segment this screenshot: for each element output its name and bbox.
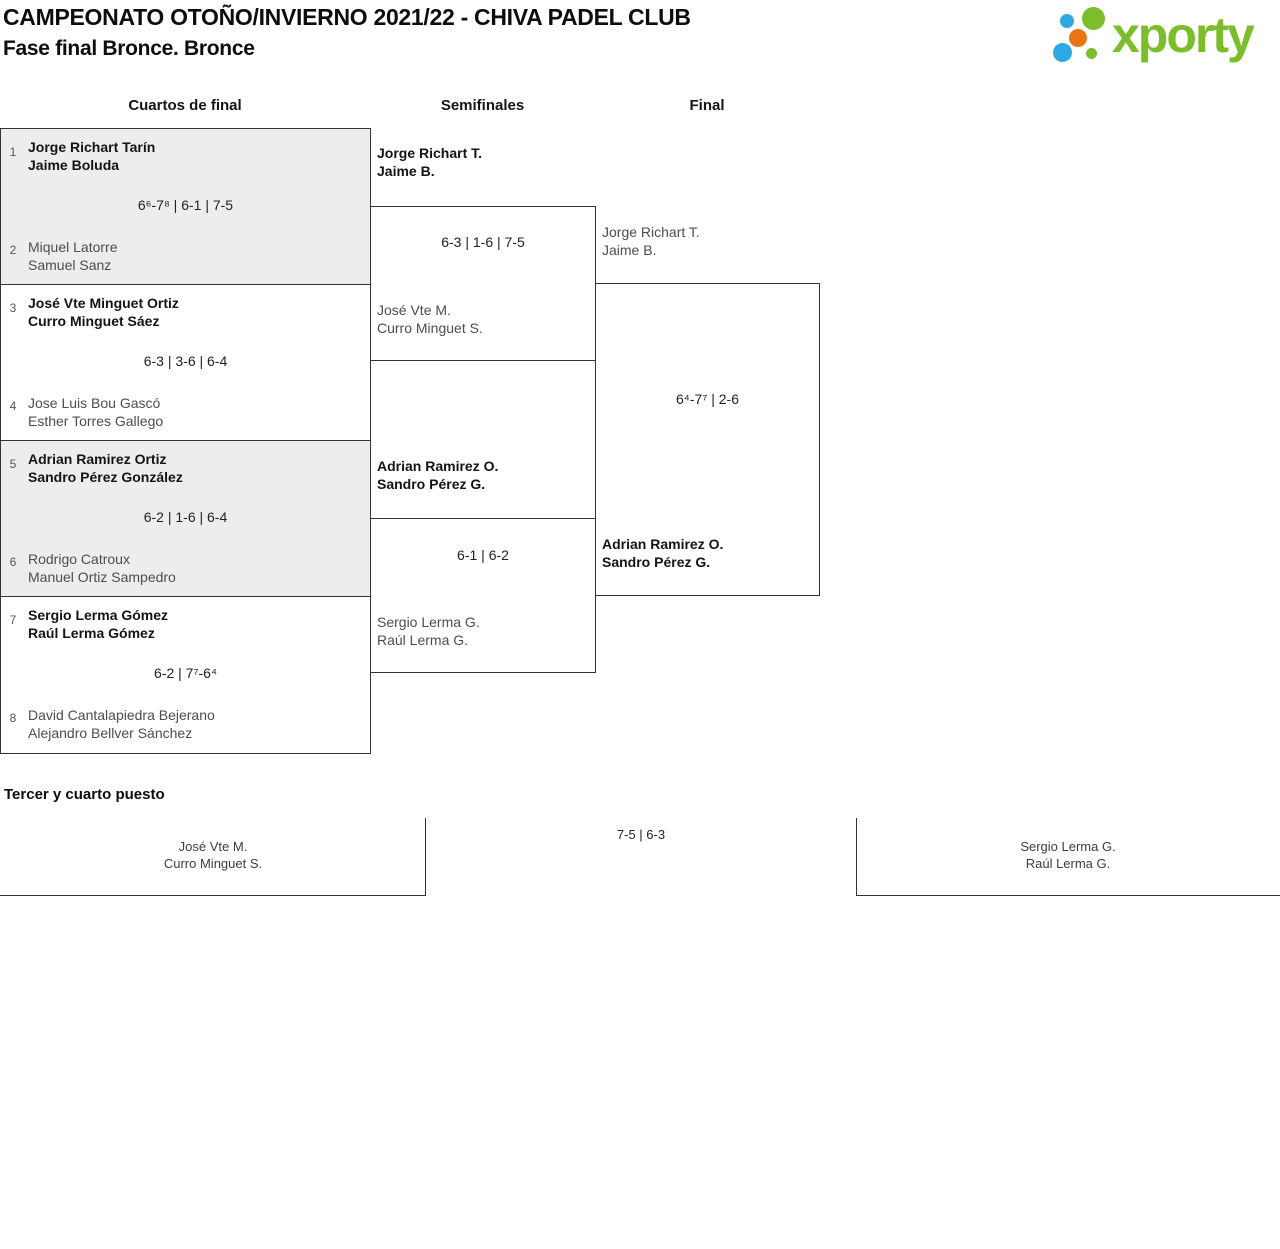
match-score: 6⁶-7⁸ | 6-1 | 7-5 [137,197,234,213]
team-names: Sergio Lerma Gómez Raúl Lerma Gómez [28,607,169,641]
page-subtitle: Fase final Bronce. Bronce [3,37,255,60]
qf-match-4: 7 Sergio Lerma Gómez Raúl Lerma Gómez 6-… [1,597,370,753]
qf-match-3: 5 Adrian Ramirez Ortiz Sandro Pérez Gonz… [1,441,370,597]
seed-label: 3 [9,301,17,315]
column-header-final: Final [689,97,725,114]
sf-match-1-box [370,206,596,361]
logo-dot-orange-icon [1069,29,1087,47]
page-title: CAMPEONATO OTOÑO/INVIERNO 2021/22 - CHIV… [3,4,691,30]
third-place-score: 7-5 | 6-3 [616,827,666,842]
qf-match-2: 3 José Vte Minguet Ortiz Curro Minguet S… [1,285,370,441]
column-header-semifinals: Semifinales [440,97,525,114]
team-names: David Cantalapiedra Bejerano Alejandro B… [28,707,215,741]
seed-label: 7 [9,613,17,627]
sf2-score: 6-1 | 6-2 [457,547,509,563]
column-header-quarterfinals: Cuartos de final [128,97,242,114]
sf1-bottom-team: José Vte M. Curro Minguet S. [377,302,483,336]
seed-label: 8 [9,711,17,725]
seed-label: 2 [9,243,17,257]
third-place-left-team: José Vte M. Curro Minguet S. [163,839,263,871]
final-match-box [595,283,820,596]
team-names: Adrian Ramirez Ortiz Sandro Pérez Gonzál… [28,451,183,485]
sf1-top-team: Jorge Richart T. Jaime B. [377,145,483,179]
logo-dot-blue-large-icon [1053,43,1072,62]
match-score: 6-2 | 7⁷-6⁴ [154,665,217,681]
third-place-right-box [856,818,1280,896]
team-names: Miquel Latorre Samuel Sanz [28,239,118,273]
sf2-bottom-team: Sergio Lerma G. Raúl Lerma G. [377,614,480,648]
sf-match-2-box [370,518,596,673]
team-names: Jose Luis Bou Gascó Esther Torres Galleg… [28,395,164,429]
logo-dot-green-small-icon [1086,48,1097,59]
quarterfinals-column: 1 Jorge Richart Tarín Jaime Boluda 6⁶-7⁸… [0,128,371,754]
third-place-right-team: Sergio Lerma G. Raúl Lerma G. [1020,839,1116,871]
seed-label: 6 [9,555,17,569]
seed-label: 5 [9,457,17,471]
match-score: 6-3 | 3-6 | 6-4 [143,353,228,369]
logo-dot-green-large-icon [1082,7,1105,30]
third-place-left-box [0,818,426,896]
third-place-title: Tercer y cuarto puesto [4,786,165,803]
logo-wordmark: xporty [1112,7,1255,63]
sf2-top-team: Adrian Ramirez O. Sandro Pérez G. [377,458,499,492]
seed-label: 1 [9,145,17,159]
seed-label: 4 [9,399,17,413]
team-names: Jorge Richart Tarín Jaime Boluda [28,139,156,173]
qf-match-1: 1 Jorge Richart Tarín Jaime Boluda 6⁶-7⁸… [1,129,370,285]
logo-dot-blue-small-icon [1060,14,1074,28]
final-bottom-team: Adrian Ramirez O. Sandro Pérez G. [602,536,724,570]
match-score: 6-2 | 1-6 | 6-4 [143,509,228,525]
final-score: 6⁴-7⁷ | 2-6 [676,391,739,407]
sf1-score: 6-3 | 1-6 | 7-5 [441,234,525,250]
team-names: Rodrigo Catroux Manuel Ortiz Sampedro [28,551,176,585]
team-names: José Vte Minguet Ortiz Curro Minguet Sáe… [28,295,179,329]
final-top-team: Jorge Richart T. Jaime B. [602,224,700,258]
